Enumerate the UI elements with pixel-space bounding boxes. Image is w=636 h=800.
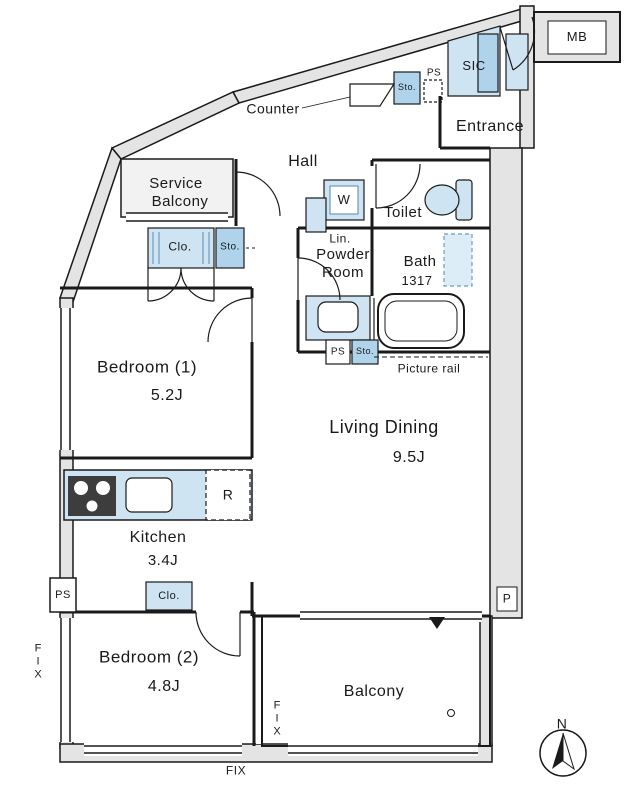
toilet-door-arc <box>375 163 421 209</box>
powder-sink <box>317 301 359 333</box>
room-label-powder-1: Powder <box>316 245 370 263</box>
label-ps-powder: PS <box>330 346 346 358</box>
ps-kitchen-box <box>49 577 77 613</box>
service-balcony-floor <box>120 158 234 222</box>
label-linen: Lin. <box>329 231 351 246</box>
label-storage-powder: Sto. <box>355 346 375 357</box>
label-pipe-shaft: P <box>502 591 512 606</box>
refrigerator-space <box>205 469 251 521</box>
ps-powder-box <box>325 339 351 365</box>
room-label-bath: Bath <box>403 252 437 270</box>
label-closet-bedroom1: Clo. <box>168 239 192 254</box>
label-bedroom2-size: 4.8J <box>147 678 181 696</box>
bedroom2-door-arc <box>195 611 241 657</box>
label-counter: Counter <box>246 100 300 117</box>
room-label-living-dining: Living Dining <box>329 417 439 438</box>
label-storage-hall: Sto. <box>220 241 240 253</box>
entrance-door-arc <box>512 16 536 71</box>
label-fix-left: FIX <box>32 642 45 682</box>
counter-top <box>349 83 396 107</box>
label-ps-kitchen: PS <box>55 588 71 601</box>
room-label-kitchen: Kitchen <box>129 529 187 547</box>
label-closet-bedroom2: Clo. <box>158 589 180 602</box>
storage-powder-box <box>351 339 379 365</box>
room-label-sic: SIC <box>462 57 486 73</box>
doors <box>147 16 536 657</box>
compass-icon <box>539 729 587 777</box>
label-north: N <box>556 715 568 732</box>
fixtures <box>49 25 529 613</box>
room-label-service-balcony-1: Service <box>149 174 203 192</box>
sic-shelf <box>477 33 499 93</box>
powder-door-arc <box>297 257 341 301</box>
label-fix-center: FIX <box>271 699 284 739</box>
label-washer: W <box>337 191 351 207</box>
service-balcony-door-arc <box>235 171 281 217</box>
bath-cabinet <box>443 233 473 287</box>
north-needle-dark <box>552 733 563 769</box>
room-label-mb: MB <box>566 28 588 44</box>
entrance-shoebox <box>505 33 529 91</box>
room-label-bedroom1: Bedroom (1) <box>97 357 197 377</box>
closet1-door-arc-left <box>147 267 182 302</box>
direction-marker <box>429 617 445 629</box>
pipe-notch <box>496 586 518 612</box>
dashed-lines <box>246 247 488 358</box>
toilet-bowl <box>424 184 460 216</box>
counter-pointer <box>301 96 351 109</box>
label-fix-bottom: FIX <box>225 763 247 778</box>
label-living-dining-size: 9.5J <box>392 449 426 467</box>
label-bedroom1-size: 5.2J <box>150 387 184 405</box>
storage-entrance-box <box>393 71 421 105</box>
meter-box <box>533 11 621 63</box>
label-ps-entrance: PS <box>426 67 442 79</box>
balcony-outline <box>261 615 491 747</box>
closet1-door-arc-right <box>180 267 215 302</box>
room-label-powder-2: Room <box>321 263 365 281</box>
kitchen-sink <box>125 477 173 513</box>
label-picture-rail: Picture rail <box>397 361 461 376</box>
drain-cap <box>447 709 455 717</box>
label-refrigerator: R <box>222 486 234 503</box>
room-label-hall: Hall <box>288 153 318 171</box>
label-bath-size: 1317 <box>401 272 433 288</box>
room-label-service-balcony-2: Balcony <box>151 192 209 210</box>
bedroom1-door-arc <box>207 297 253 343</box>
label-kitchen-size: 3.4J <box>147 551 179 569</box>
balcony-fix-glass <box>256 618 261 744</box>
room-label-bedroom2: Bedroom (2) <box>99 647 199 667</box>
room-label-balcony: Balcony <box>343 683 405 701</box>
linen-box <box>305 197 327 233</box>
windows <box>57 308 482 756</box>
room-label-toilet: Toilet <box>383 203 423 221</box>
label-storage-entrance: Sto. <box>397 82 417 93</box>
closet2-box <box>145 581 193 611</box>
storage-hall-box <box>215 227 245 269</box>
north-needle-light <box>562 732 575 771</box>
bathtub <box>377 293 465 349</box>
room-label-entrance: Entrance <box>455 118 525 136</box>
